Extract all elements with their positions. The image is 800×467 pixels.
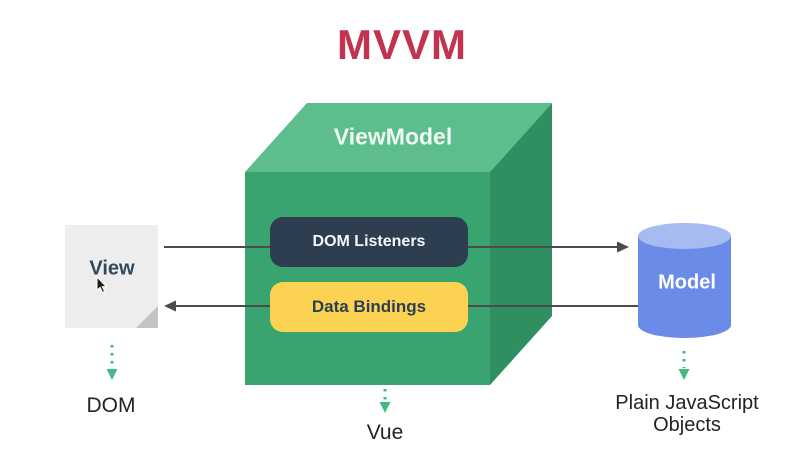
arrow-cube-to-vue <box>379 389 391 413</box>
dom-listeners-label: DOM Listeners <box>312 233 426 250</box>
dom-listeners-box: DOM Listeners <box>270 217 468 267</box>
diagram-title: MVVM <box>337 21 467 68</box>
arrow-model-to-objects <box>678 351 690 380</box>
vue-footnote: Vue <box>366 421 404 444</box>
cursor-icon <box>96 275 108 294</box>
plain-js-objects-footnote: Plain JavaScript Objects <box>615 392 759 436</box>
arrowhead-left-icon <box>164 300 176 312</box>
cube-side-face <box>490 103 552 385</box>
cylinder-top <box>638 223 731 249</box>
dom-footnote: DOM <box>86 394 136 417</box>
viewmodel-label: ViewModel <box>333 123 453 150</box>
model-cylinder <box>638 223 731 338</box>
cube-top-face <box>245 103 552 172</box>
viewmodel-cube <box>245 103 552 385</box>
cube-front-face <box>245 172 490 385</box>
data-bindings-box: Data Bindings <box>270 282 468 332</box>
dotted-arrows <box>106 345 690 413</box>
paper-fold-corner <box>136 306 158 328</box>
arrow-view-to-dom <box>106 345 118 380</box>
view-paper <box>65 225 158 328</box>
paper-sheet <box>65 225 158 328</box>
data-bindings-label: Data Bindings <box>311 297 427 316</box>
arrowhead-right-icon <box>617 241 629 253</box>
view-label: View <box>89 257 135 280</box>
cylinder-body <box>638 236 731 338</box>
model-label: Model <box>658 271 716 294</box>
